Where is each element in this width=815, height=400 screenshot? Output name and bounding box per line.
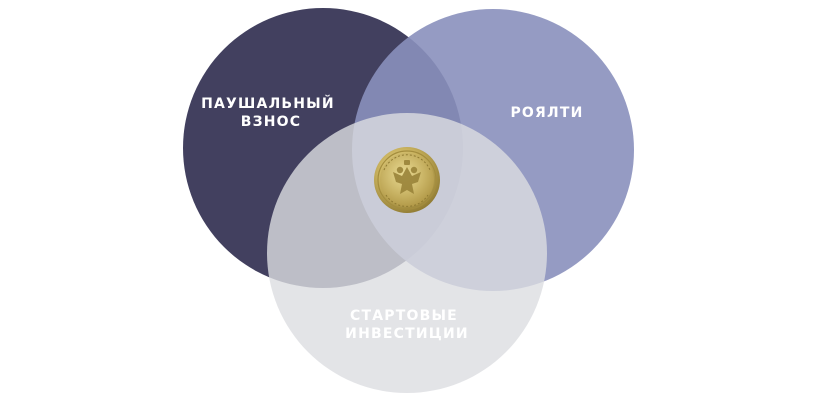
label-startup-investment-line-2: ИНВЕСТИЦИИ bbox=[345, 326, 469, 342]
ruble-coin-icon bbox=[374, 147, 440, 213]
label-royalty: РОЯЛТИ bbox=[510, 105, 583, 121]
circle-startup-investment bbox=[267, 113, 547, 393]
label-lump-sum: ПАУШАЛЬНЫЙ ВЗНОС bbox=[201, 95, 341, 130]
label-startup-investment-line-1: СТАРТОВЫЕ bbox=[350, 308, 458, 324]
label-startup-investment: СТАРТОВЫЕ ИНВЕСТИЦИИ bbox=[345, 308, 469, 342]
label-lump-sum-line-1: ПАУШАЛЬНЫЙ bbox=[201, 95, 335, 112]
label-royalty-line-1: РОЯЛТИ bbox=[510, 105, 583, 121]
label-lump-sum-line-2: ВЗНОС bbox=[241, 114, 302, 130]
